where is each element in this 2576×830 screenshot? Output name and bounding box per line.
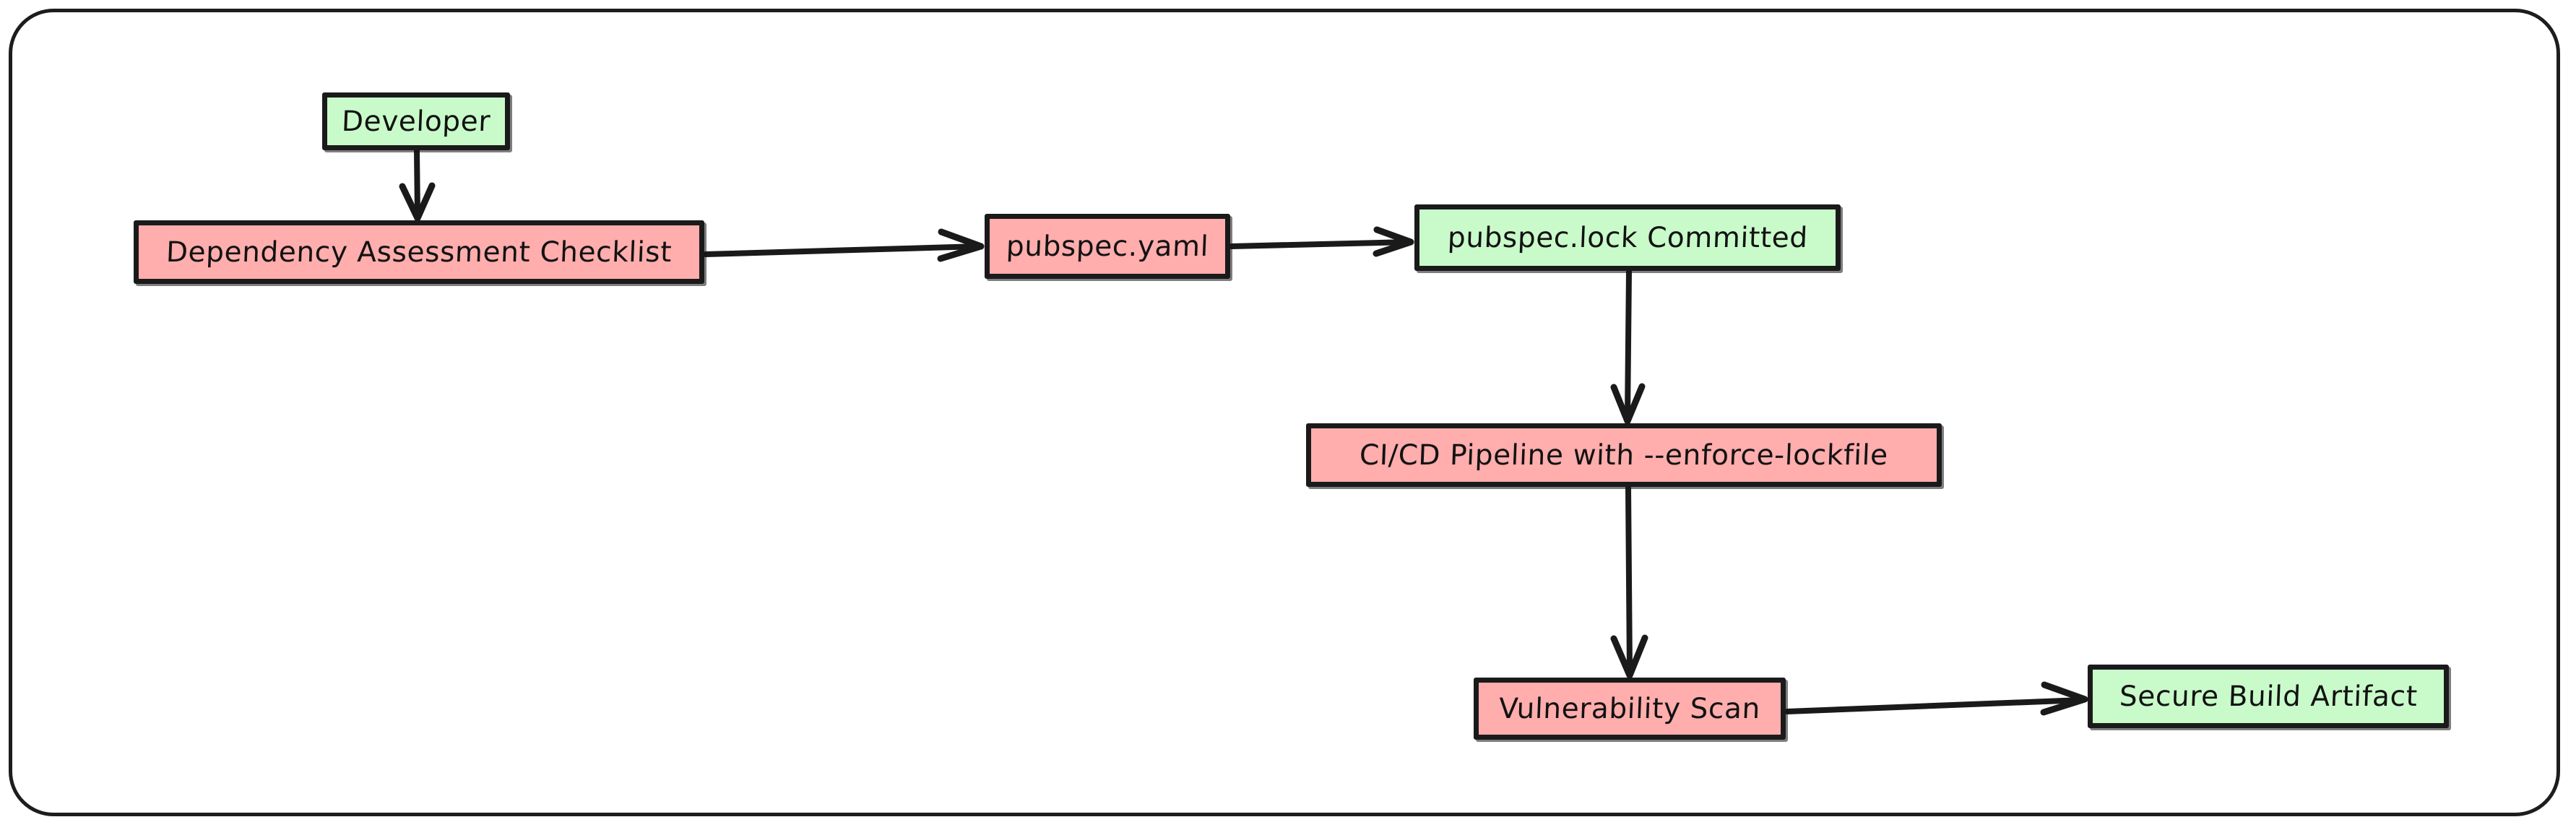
node-pubspec-lock-committed[interactable]: pubspec.lock Committed [1414, 204, 1841, 271]
node-developer-label: Developer [341, 105, 491, 138]
node-vulnerability-scan[interactable]: Vulnerability Scan [1474, 678, 1786, 740]
node-dependency-assessment-checklist-label: Dependency Assessment Checklist [165, 235, 673, 269]
node-developer[interactable]: Developer [322, 92, 510, 150]
node-secure-build-artifact[interactable]: Secure Build Artifact [2088, 665, 2449, 728]
node-pubspec-yaml[interactable]: pubspec.yaml [985, 214, 1230, 279]
node-pubspec-yaml-label: pubspec.yaml [1006, 230, 1209, 263]
node-dependency-assessment-checklist[interactable]: Dependency Assessment Checklist [134, 220, 704, 284]
node-secure-build-artifact-label: Secure Build Artifact [2118, 680, 2419, 713]
node-vulnerability-scan-label: Vulnerability Scan [1498, 692, 1761, 725]
node-cicd-pipeline[interactable]: CI/CD Pipeline with --enforce-lockfile [1306, 423, 1942, 487]
node-pubspec-lock-committed-label: pubspec.lock Committed [1446, 221, 1809, 254]
node-cicd-pipeline-label: CI/CD Pipeline with --enforce-lockfile [1359, 438, 1889, 472]
